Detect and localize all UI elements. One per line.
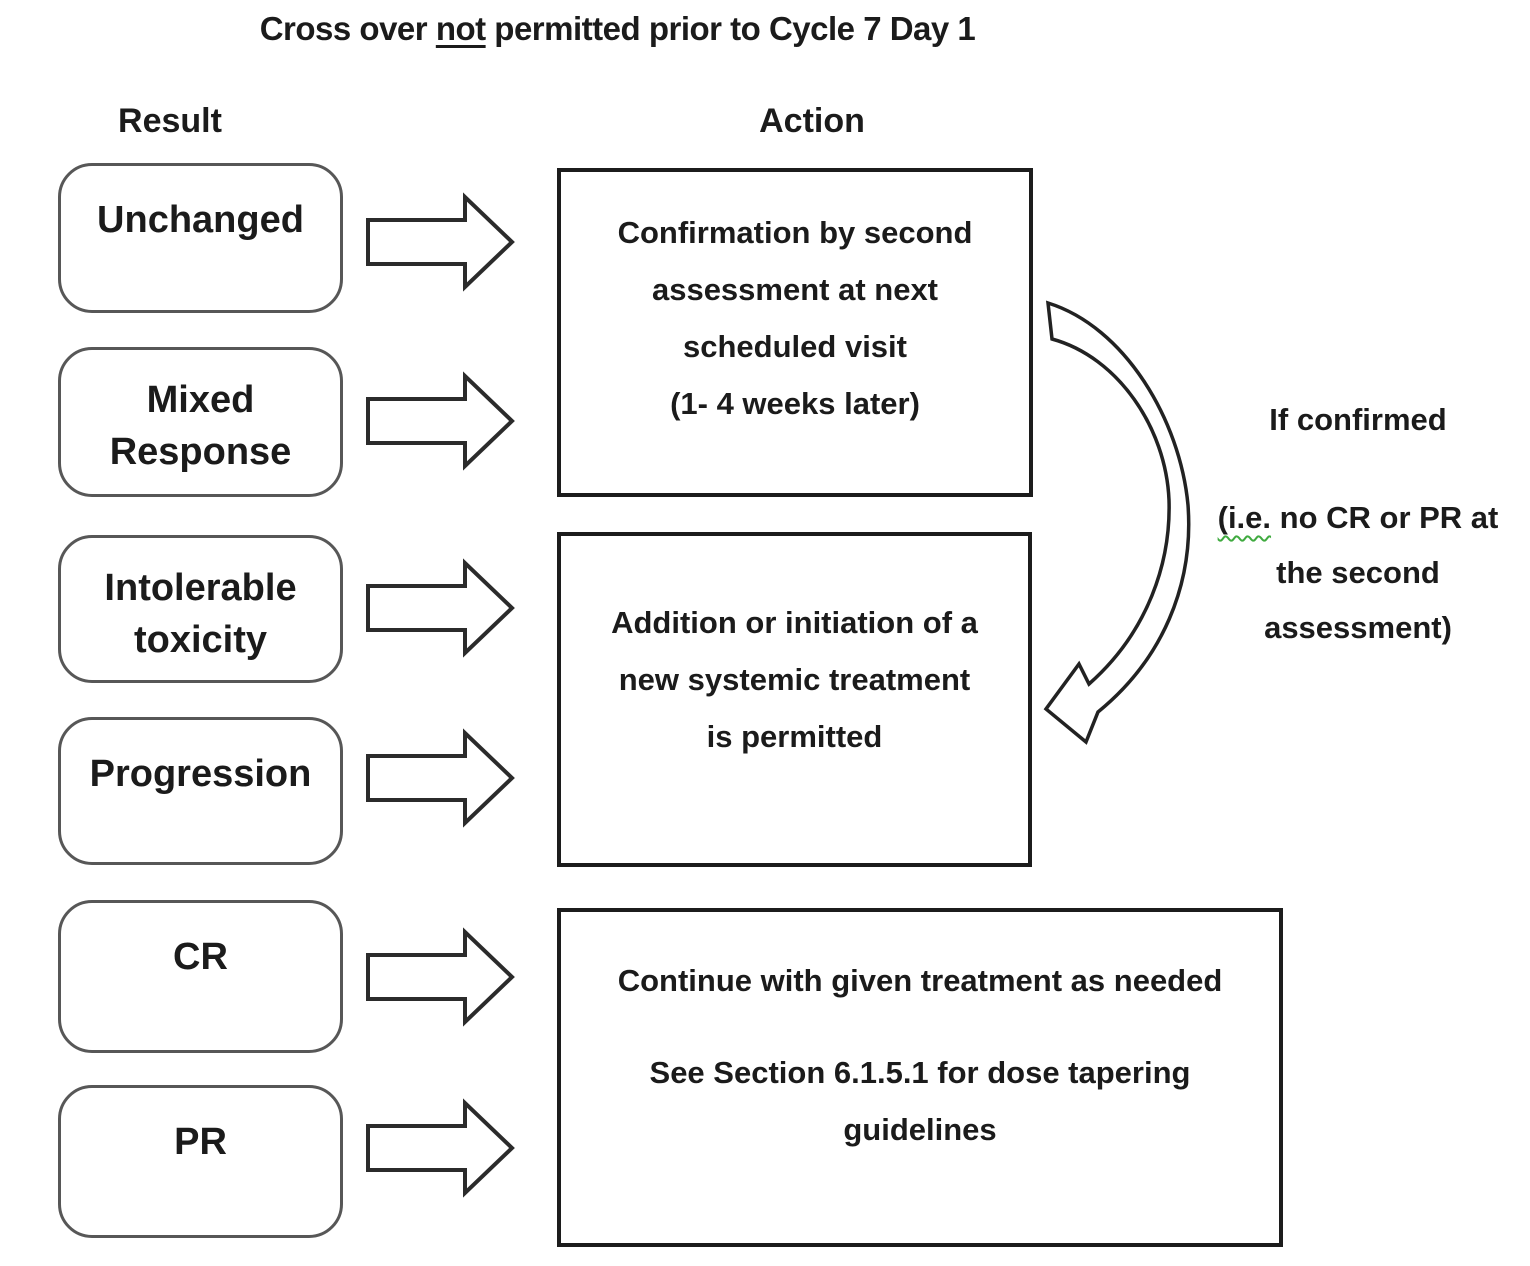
result-label: Mixed [146, 379, 255, 421]
action-box-new-systemic-treatment: Addition or initiation of a new systemic… [557, 532, 1032, 867]
action-box-confirmation: Confirmation by second assessment at nex… [557, 168, 1033, 497]
annotation-detail: (i.e. no CR or PR at the second assessme… [1188, 490, 1528, 655]
action-text-line: Confirmation by second [617, 215, 973, 250]
figure-title: Cross over not permitted prior to Cycle … [0, 10, 1235, 48]
column-header-action: Action [759, 102, 865, 140]
result-box-cr: CR [58, 900, 343, 1053]
action-box-continue-treatment: Continue with given treatment as needed … [557, 908, 1283, 1247]
annotation-line: the second [1276, 555, 1440, 590]
flow-arrow-pr-icon [366, 1098, 515, 1198]
result-box-progression: Progression [58, 717, 343, 865]
action-text-line: guidelines [843, 1112, 997, 1147]
result-label: PR [174, 1121, 227, 1163]
annotation-if-confirmed: If confirmed [1269, 402, 1447, 437]
action-text-line: (1- 4 weeks later) [670, 386, 920, 421]
annotation-ie: (i.e. [1217, 500, 1272, 535]
action-text-line: assessment at next [651, 272, 939, 307]
result-label: Unchanged [97, 199, 304, 241]
result-label: Progression [89, 753, 312, 795]
result-label: Intolerable [104, 567, 297, 609]
title-prefix: Cross over [259, 10, 436, 47]
flow-arrow-cr-icon [366, 927, 515, 1027]
title-suffix: permitted prior to Cycle 7 Day 1 [485, 10, 976, 47]
flow-arrow-mixed-response-icon [366, 371, 515, 471]
column-header-result: Result [118, 102, 222, 140]
result-label: toxicity [133, 619, 268, 661]
result-box-unchanged: Unchanged [58, 163, 343, 313]
result-box-intolerable-toxicity: Intolerable toxicity [58, 535, 343, 683]
action-text-line: new systemic treatment [618, 662, 971, 697]
result-label: CR [173, 936, 228, 978]
flow-arrow-intolerable-toxicity-icon [366, 558, 515, 658]
result-box-pr: PR [58, 1085, 343, 1238]
action-text-line: scheduled visit [683, 329, 907, 364]
flow-arrow-progression-icon [366, 728, 515, 828]
result-label: Response [109, 431, 292, 473]
result-box-mixed-response: Mixed Response [58, 347, 343, 497]
annotation-line-rest: no CR or PR at [1271, 500, 1499, 535]
action-text-line: See Section 6.1.5.1 for dose tapering [649, 1055, 1191, 1090]
title-underlined-word: not [435, 10, 486, 47]
action-text-line: Addition or initiation of a [611, 605, 978, 640]
action-text-line: is permitted [706, 719, 883, 754]
annotation-line: assessment) [1264, 610, 1452, 645]
flow-arrow-unchanged-icon [366, 192, 515, 292]
annotation-line: (i.e. no CR or PR at [1188, 490, 1528, 545]
action-text-line: Continue with given treatment as needed [617, 963, 1223, 998]
